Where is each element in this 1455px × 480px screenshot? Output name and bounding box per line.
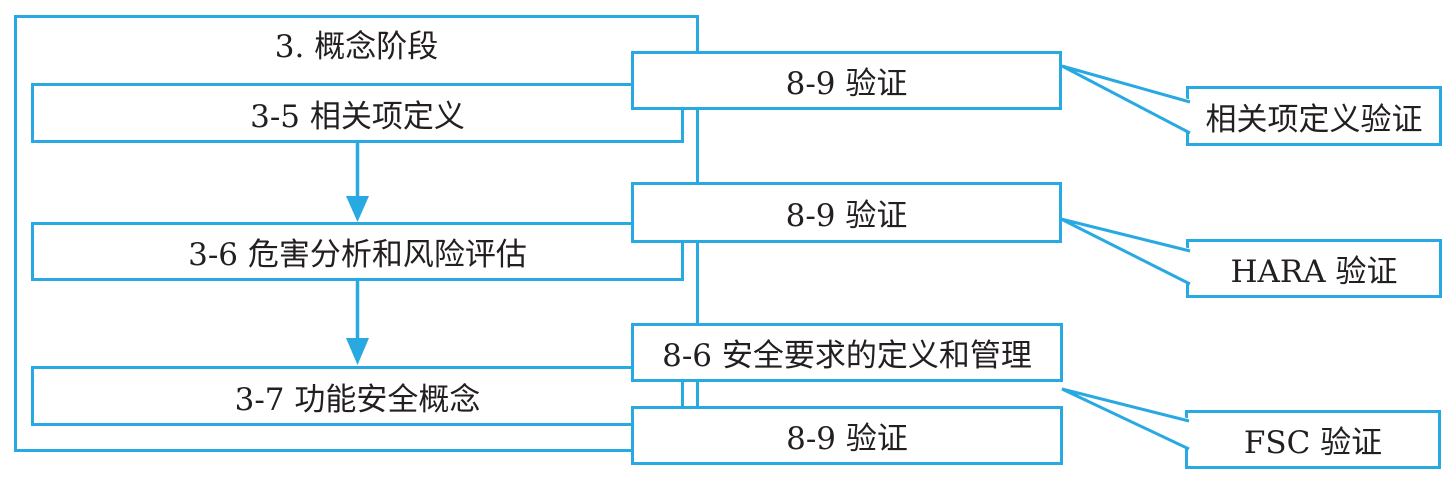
box-8-9-verification-2: 8-9 验证 xyxy=(631,182,1062,243)
box-8-9-verification-3: 8-9 验证 xyxy=(631,406,1063,465)
callout-fsc-verification: FSC 验证 xyxy=(1185,410,1441,469)
box-3-7-functional-safety-concept: 3-7 功能安全概念 xyxy=(31,366,684,426)
concept-phase-title: 3. 概念阶段 xyxy=(274,29,439,65)
callout-item-definition-verification: 相关项定义验证 xyxy=(1186,86,1442,146)
box-8-6-safety-requirements-management: 8-6 安全要求的定义和管理 xyxy=(631,323,1063,382)
box-8-9-verification-1: 8-9 验证 xyxy=(631,51,1062,110)
callout-pointer-fsc xyxy=(1061,387,1191,451)
callout-hara-verification: HARA 验证 xyxy=(1186,239,1442,298)
callout-pointer-hara xyxy=(1060,217,1192,286)
callout-pointer-item-definition xyxy=(1061,64,1192,135)
box-3-6-hazard-analysis-risk-assessment: 3-6 危害分析和风险评估 xyxy=(31,222,684,281)
box-3-5-item-definition: 3-5 相关项定义 xyxy=(31,83,684,143)
